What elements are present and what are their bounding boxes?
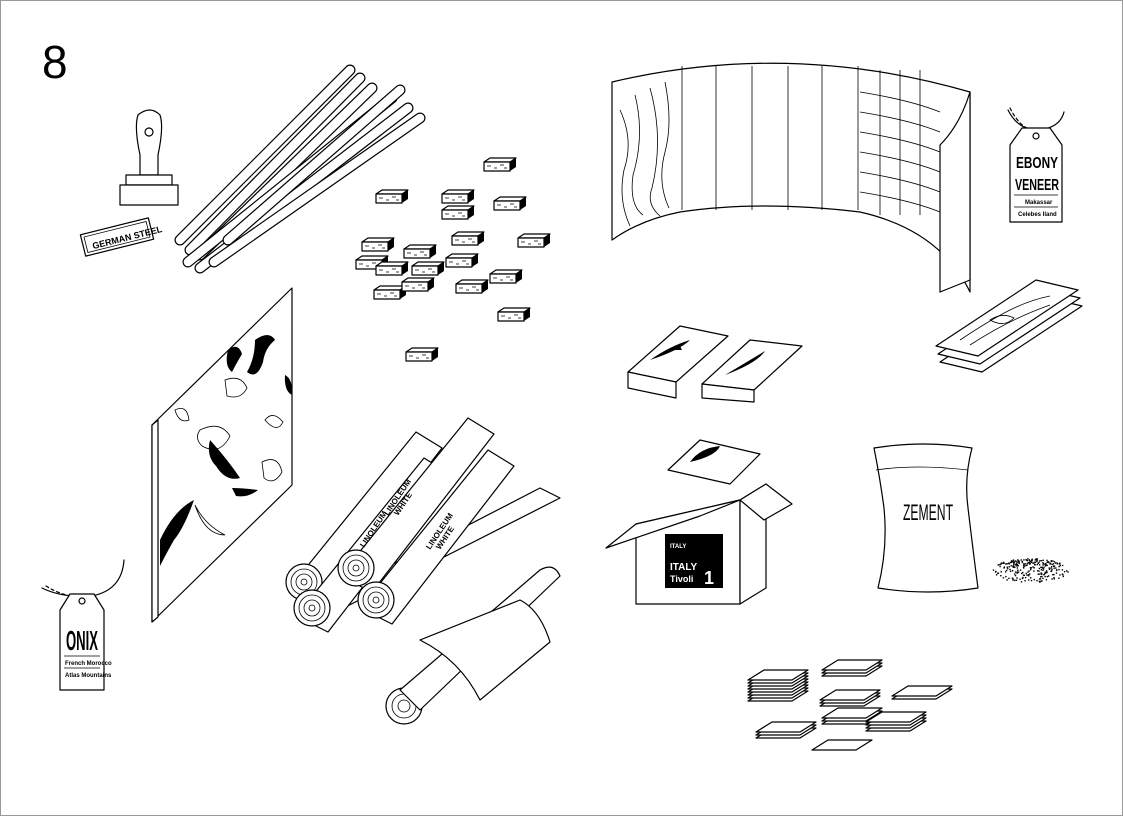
ebony-title-1: EBONY xyxy=(1016,155,1058,172)
ebony-title-2: VENEER xyxy=(1015,177,1059,194)
tile xyxy=(812,740,872,750)
curved-wall xyxy=(612,63,970,292)
brick xyxy=(442,206,474,219)
brick xyxy=(498,308,530,321)
cement-bag: ZEMENT xyxy=(874,444,978,592)
onix-origin-1: French Morocco xyxy=(65,661,112,667)
crate-number: 1 xyxy=(704,568,714,588)
brick xyxy=(376,262,408,275)
crate-city: Tivoli xyxy=(670,574,693,584)
brick xyxy=(412,262,444,275)
brick-pile xyxy=(356,158,550,361)
linoleum-rolls: LINOLEUM WHITE LINOLEUM WHITE LINOLEUM xyxy=(286,418,560,724)
brick xyxy=(362,238,394,251)
veneer-sheets xyxy=(936,280,1082,372)
brick xyxy=(402,278,434,291)
brick xyxy=(374,286,406,299)
marble-panel xyxy=(152,288,292,622)
marble-slabs xyxy=(628,326,802,402)
brick xyxy=(406,348,438,361)
zement-label: ZEMENT xyxy=(903,500,953,525)
onix-title: ONIX xyxy=(66,625,98,656)
brick xyxy=(376,190,408,203)
german-steel-tag: GERMAN STEEL xyxy=(80,218,163,256)
brick xyxy=(494,197,526,210)
brick xyxy=(442,190,474,203)
onix-tag: ONIX French Morocco Atlas Mountains xyxy=(42,560,124,690)
brick xyxy=(518,234,550,247)
crate-brand: ITALY xyxy=(670,544,686,550)
cement-powder-pile xyxy=(993,558,1069,583)
stamp-icon xyxy=(120,110,178,205)
ebony-origin-1: Makassar xyxy=(1025,200,1053,206)
brick xyxy=(490,270,522,283)
brick xyxy=(446,254,478,267)
brick xyxy=(484,158,516,171)
crate-country: ITALY xyxy=(670,562,698,573)
brick xyxy=(452,232,484,245)
onix-origin-2: Atlas Mountains xyxy=(65,673,112,679)
brick xyxy=(456,280,488,293)
brick xyxy=(404,245,436,258)
page-number: 8 xyxy=(42,36,68,88)
ebony-origin-2: Celebes Iland xyxy=(1018,212,1057,218)
shipping-crate: ITALY ITALY Tivoli 1 xyxy=(606,440,792,604)
tile-stacks xyxy=(748,660,952,750)
ebony-veneer-tag: EBONY VENEER Makassar Celebes Iland xyxy=(1008,108,1064,222)
